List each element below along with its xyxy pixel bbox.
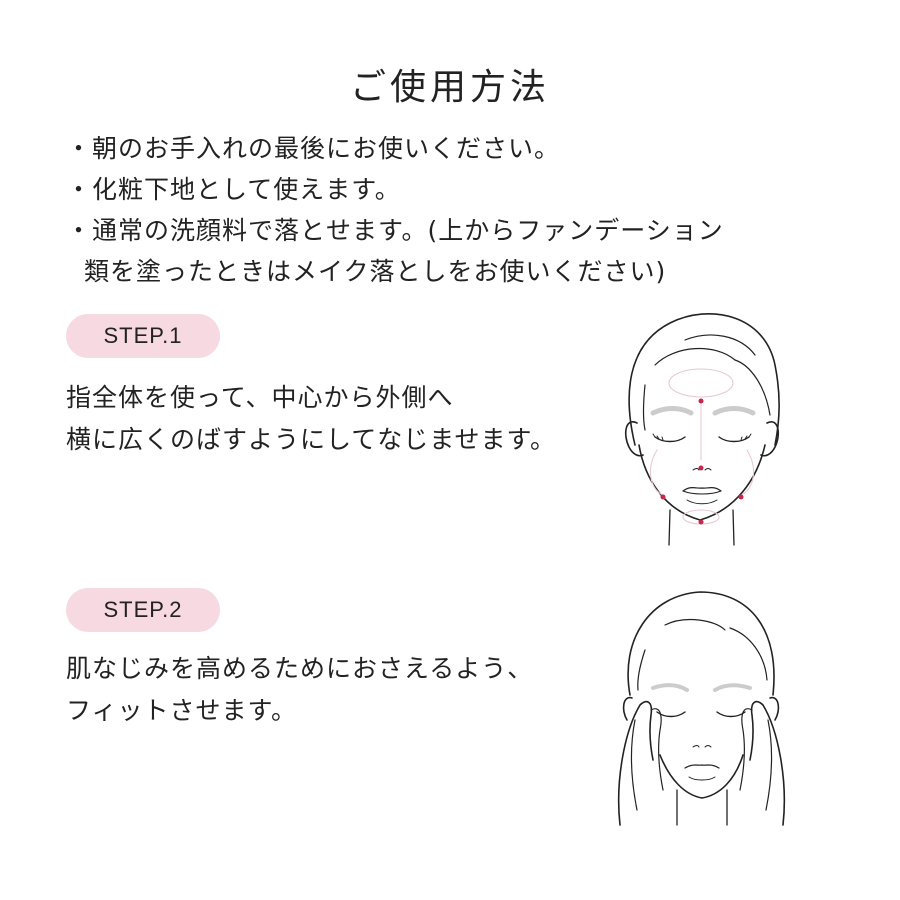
note-item: ・朝のお手入れの最後にお使いください。	[66, 134, 561, 163]
step-2-description: 肌なじみを高めるためにおさえるよう、 フィットさせます。	[66, 648, 533, 732]
face-spread-icon	[624, 313, 780, 546]
note-continuation: 類を塗ったときはメイク落としをお使いください)	[84, 257, 667, 286]
face-hands-press-icon	[617, 591, 786, 826]
usage-notes: ・朝のお手入れの最後にお使いください。 ・化粧下地として使えます。 ・通常の洗顔…	[66, 128, 806, 292]
note-item: ・通常の洗顔料で落とせます。(上からファンデーション	[66, 216, 724, 245]
step-1-badge: STEP.1	[66, 314, 220, 358]
step-1-line: 横に広くのばすようにしてなじませます。	[66, 425, 557, 454]
step-2-line: フィットさせます。	[66, 696, 298, 725]
step-1-description: 指全体を使って、中心から外側へ 横に広くのばすようにしてなじませます。	[66, 377, 556, 461]
step-1-line: 指全体を使って、中心から外側へ	[66, 383, 454, 412]
note-item-continued: 類を塗ったときはメイク落としをお使いください)	[66, 251, 806, 292]
page-title: ご使用方法	[349, 67, 550, 108]
step-2-line: 肌なじみを高めるためにおさえるよう、	[66, 654, 534, 683]
step-2-badge: STEP.2	[66, 588, 220, 632]
note-item: ・化粧下地として使えます。	[66, 175, 401, 204]
